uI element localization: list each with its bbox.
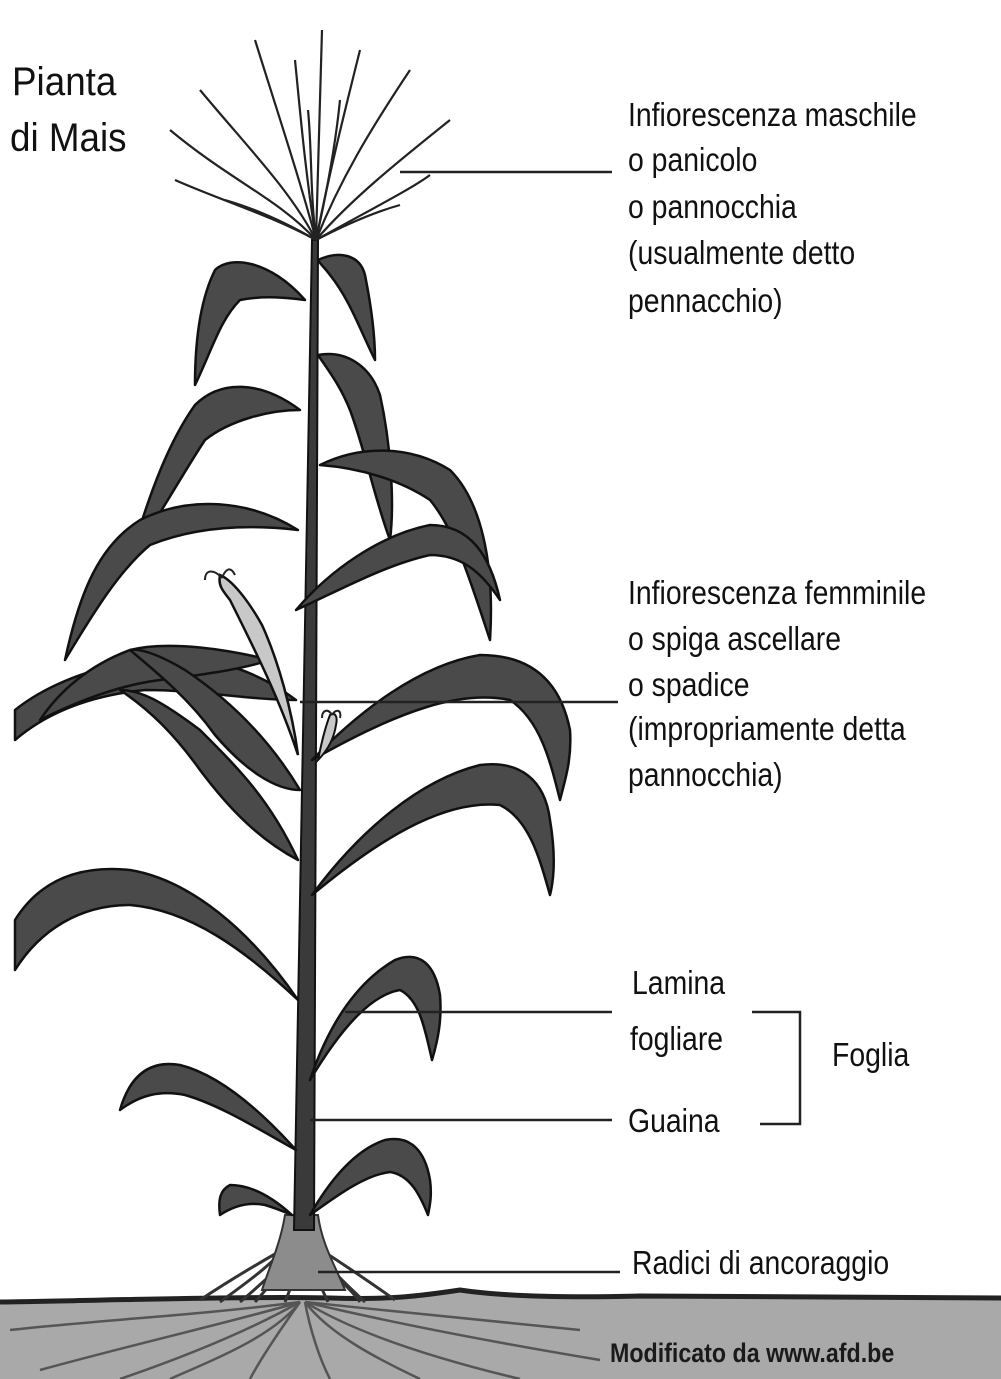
diagram-title-line2: di Mais (10, 118, 127, 158)
ear-label-line4: (impropriamente detta (628, 712, 906, 745)
ear-label-line1: Infiorescenza femminile (628, 576, 926, 609)
source-credit: Modificato da www.afd.be (610, 1338, 894, 1369)
tassel-label-line2: o panicolo (628, 143, 757, 176)
tassel-label-line4: (usualmente detto (628, 236, 855, 269)
ear-label-line5: pannocchia) (628, 758, 783, 791)
lamina-label-line2: fogliare (630, 1022, 723, 1055)
ear-label-line3: o spadice (628, 668, 749, 701)
tassel-label-line5: pennacchio) (628, 284, 783, 317)
foglia-label: Foglia (832, 1038, 909, 1071)
stem (294, 240, 318, 1230)
guaina-label: Guaina (628, 1104, 720, 1137)
tassel-label-line1: Infiorescenza maschile (628, 98, 917, 131)
diagram-title-line1: Pianta (12, 62, 116, 102)
foglia-bracket (752, 1012, 800, 1124)
ear-label-line2: o spiga ascellare (628, 622, 841, 655)
tassel-label-line3: o pannocchia (628, 190, 797, 223)
tassel-illustration (170, 30, 450, 240)
radici-label: Radici di ancoraggio (632, 1246, 889, 1279)
lamina-label-line1: Lamina (632, 966, 725, 999)
